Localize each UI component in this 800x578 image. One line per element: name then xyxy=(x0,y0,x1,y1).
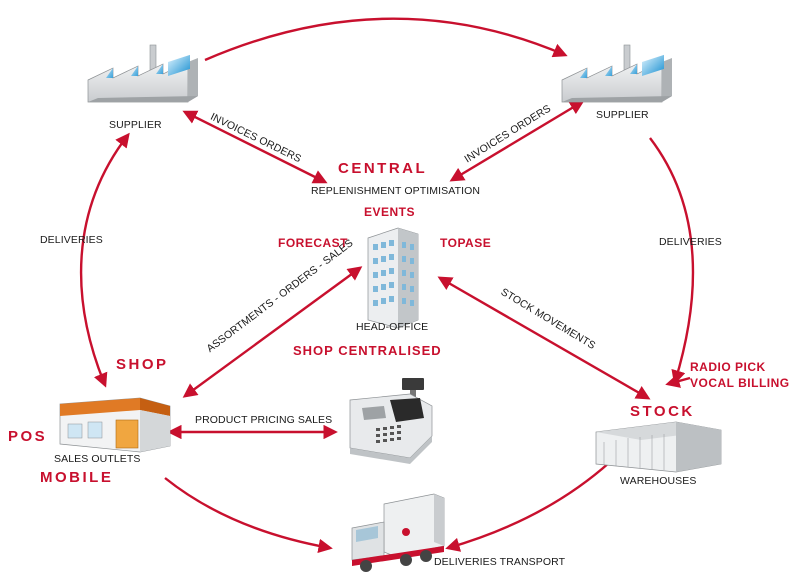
deliveries-right-label: DELIVERIES xyxy=(659,236,722,248)
shop-module: SHOP xyxy=(116,356,169,373)
shop-icon xyxy=(59,397,171,453)
sales-outlets-label: SALES OUTLETS xyxy=(54,453,141,465)
arrow-right-deliveries xyxy=(649,137,695,385)
central-module: CENTRAL xyxy=(338,160,428,177)
head-office-label: HEAD-OFFICE xyxy=(356,321,429,333)
cash-register-icon xyxy=(349,378,433,464)
forecast-module: FORECAST xyxy=(278,236,348,250)
stock-module: STOCK xyxy=(630,403,695,420)
shop-centralised-module: SHOP CENTRALISED xyxy=(293,343,442,358)
arrow-left-deliveries xyxy=(79,132,130,388)
factory-icon xyxy=(561,44,672,103)
arrows xyxy=(79,17,695,554)
deliveries-transport-label: DELIVERIES TRANSPORT xyxy=(434,556,566,568)
deliveries-left-label: DELIVERIES xyxy=(40,234,103,246)
topase-module: TOPASE xyxy=(440,236,492,250)
arrow-invoices-right xyxy=(449,100,585,182)
arrow-invoices-left xyxy=(182,110,328,184)
arrow-assortments xyxy=(182,266,363,398)
arrow-outlets-transport xyxy=(164,477,333,554)
pos-module: POS xyxy=(8,428,48,445)
supplier-right-label: SUPPLIER xyxy=(596,109,649,121)
arrow-radiopick-stock xyxy=(665,374,691,388)
replenishment-label: REPLENISHMENT OPTIMISATION xyxy=(311,185,481,197)
radio-pick-module: RADIO PICK xyxy=(690,360,766,374)
warehouses-label: WAREHOUSES xyxy=(620,475,697,487)
supplier-left-label: SUPPLIER xyxy=(109,119,162,131)
vocal-billing-module: VOCAL BILLING xyxy=(690,376,790,390)
mobile-module: MOBILE xyxy=(40,469,114,486)
arrow-top xyxy=(204,17,568,62)
factory-icon xyxy=(87,44,198,103)
warehouse-icon xyxy=(595,421,722,473)
events-module: EVENTS xyxy=(364,205,416,219)
arrow-stock-movements xyxy=(437,276,651,400)
office-building-icon xyxy=(367,227,419,329)
arrow-warehouse-transport xyxy=(445,461,611,552)
product-pricing-sales-label: PRODUCT PRICING SALES xyxy=(195,414,333,426)
truck-icon xyxy=(351,493,445,572)
